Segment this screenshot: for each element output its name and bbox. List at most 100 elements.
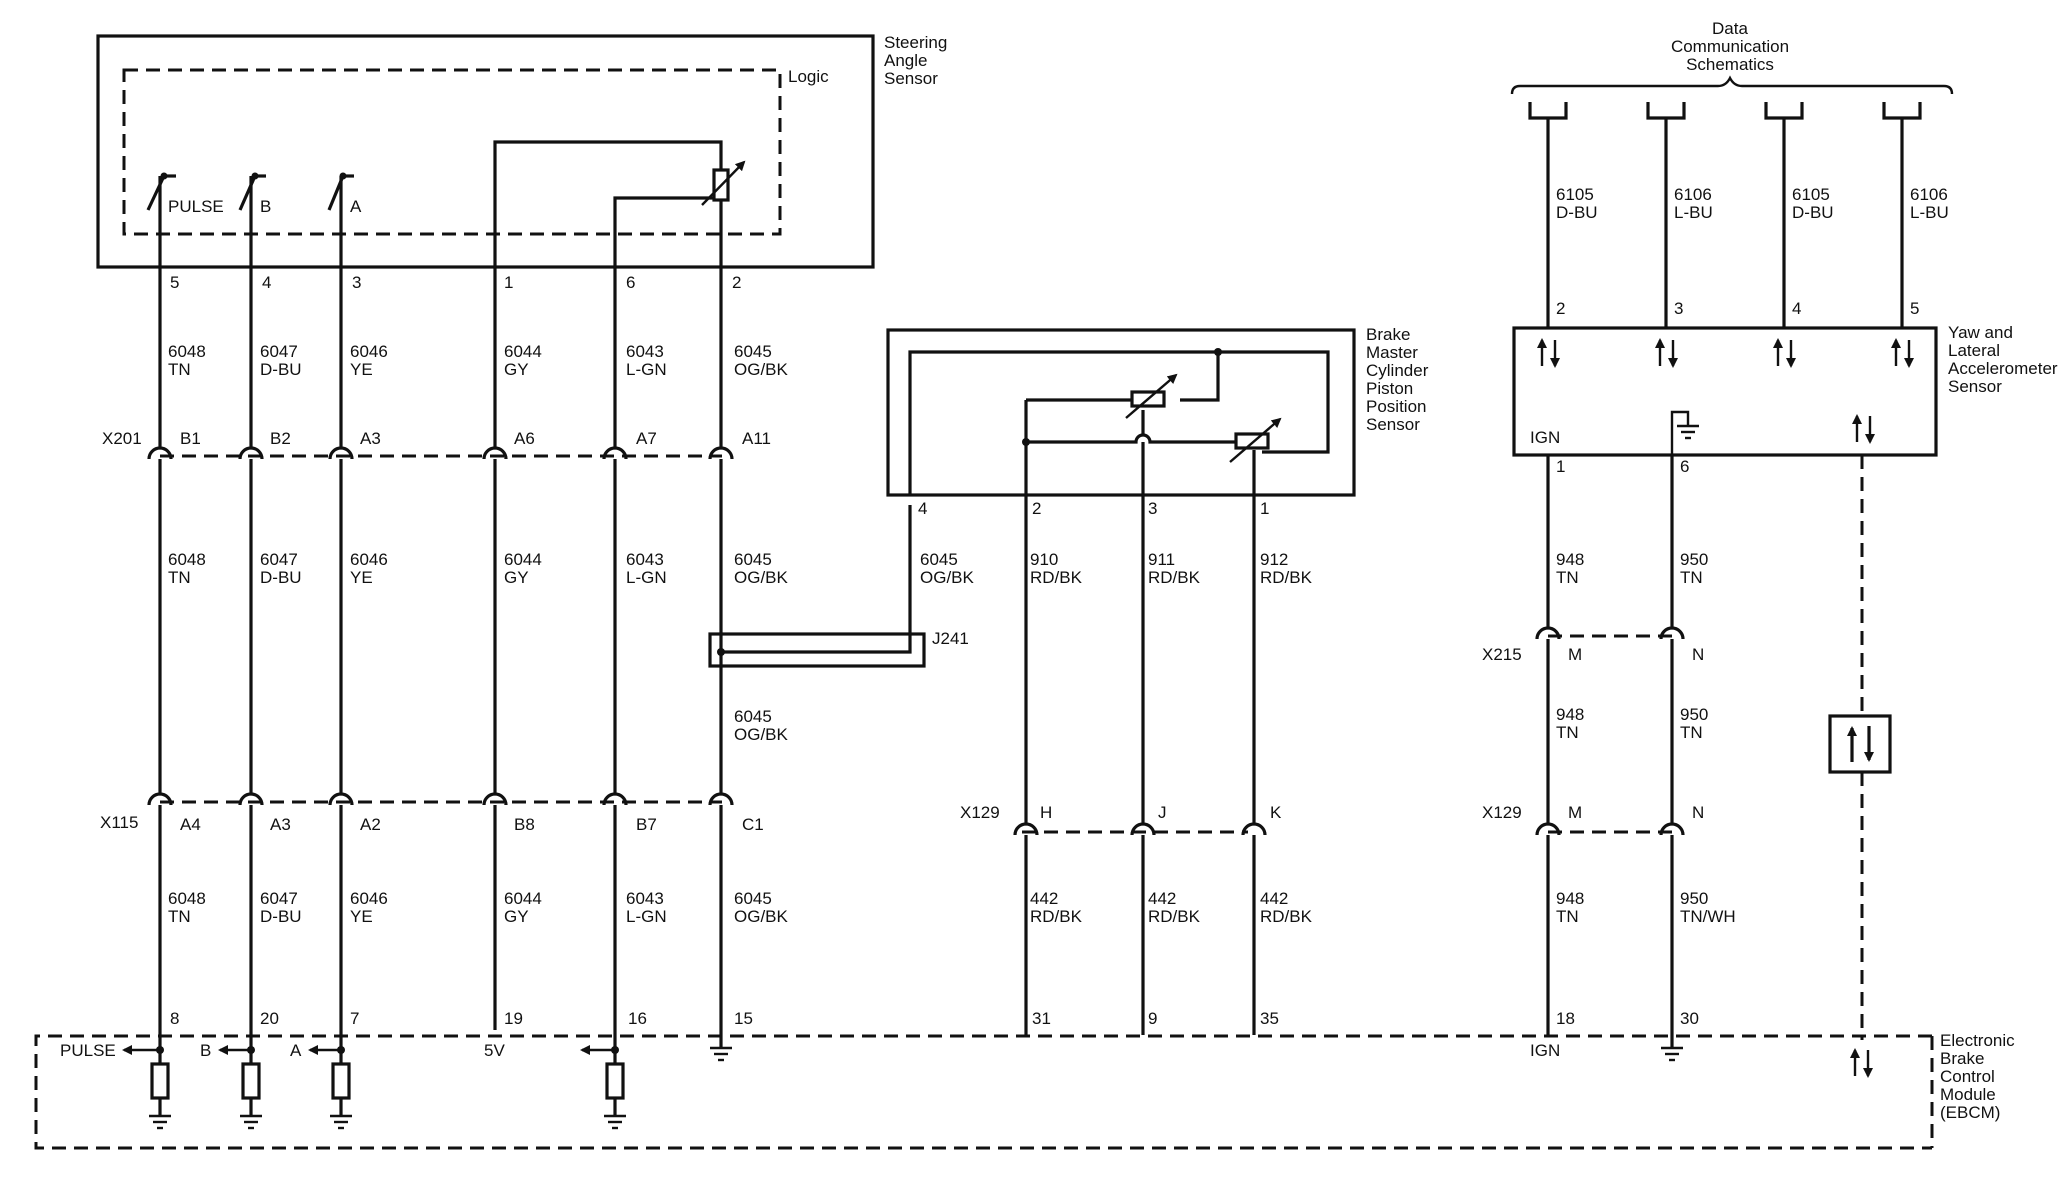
x129-pin: M [1568, 803, 1582, 822]
wire-color: RD/BK [1148, 568, 1201, 587]
x129-pin: H [1040, 803, 1052, 822]
wire-color: D-BU [1556, 203, 1598, 222]
x115-pin: A2 [360, 815, 381, 834]
x129-terminal-icon [1241, 822, 1267, 836]
wire-color: TN [1680, 568, 1703, 587]
x129-terminal-icon [1130, 822, 1156, 836]
ground-icon [330, 1114, 352, 1130]
sas-column-b: 4 6047 D-BU B2 6047 D-BU A3 6047 D-BU 20 [238, 176, 302, 1050]
x201-terminal-icon [602, 446, 628, 460]
x201-pin: B1 [180, 429, 201, 448]
wire-circuit: 6106 [1674, 185, 1712, 204]
wire-color: L-GN [626, 568, 667, 587]
resistor-icon [605, 1062, 625, 1100]
sas-column-low-reference: 2 6045 OG/BK A11 6045 OG/BK 6045 OG/BK C… [708, 267, 789, 1048]
wire-circuit: 948 [1556, 889, 1584, 908]
ebcm-input-signal [580, 1045, 626, 1130]
bidirectional-arrow-icon [1891, 338, 1914, 368]
data-column-2: 6105 D-BU 2 [1528, 102, 1598, 328]
x215-pin: M [1568, 645, 1582, 664]
wire-color: YE [350, 568, 373, 587]
x115-pin: B8 [514, 815, 535, 834]
logic-label: Logic [788, 67, 829, 86]
x201-terminal-icon [328, 446, 354, 460]
wire-circuit: 6048 [168, 889, 206, 908]
x115-pin: A4 [180, 815, 201, 834]
ground-icon [149, 1114, 171, 1130]
yaw-title-line-4: Sensor [1948, 377, 2002, 396]
brake-internal-wire-low-branch [1180, 352, 1220, 402]
sas-pin: 5 [170, 273, 179, 292]
sas-column-pulse: 5 6048 TN B1 6048 TN A4 6048 TN 8 [147, 176, 206, 1050]
potentiometer-icon [701, 160, 746, 206]
ebcm-label-pulse: PULSE [60, 1041, 116, 1060]
wire-color: OG/BK [734, 725, 789, 744]
x129-brake-label: X129 [960, 803, 1000, 822]
x215-terminal-icon [1659, 626, 1685, 640]
brake-column-pin4: 4 6045 OG/BK [918, 499, 975, 587]
ebcm-input-a: A [290, 1041, 352, 1130]
brake-title-line-5: Position [1366, 397, 1426, 416]
ebcm-label-a: A [290, 1041, 302, 1060]
wire-color: YE [350, 907, 373, 926]
wire-color: RD/BK [1260, 907, 1313, 926]
brake-column-911: 3 911 RD/BK J 442 RD/BK 9 [1130, 495, 1201, 1035]
wire-color: D-BU [260, 907, 302, 926]
ground-icon [1670, 410, 1699, 455]
ebcm: Electronic Brake Control Module (EBCM) P… [34, 1031, 2015, 1150]
wire-circuit: 6045 [734, 342, 772, 361]
wire-color: TN [168, 360, 191, 379]
x201-pin: B2 [270, 429, 291, 448]
brake-master-cylinder-sensor: Brake Master Cylinder Piston Position Se… [886, 325, 1429, 497]
wire-circuit: 950 [1680, 889, 1708, 908]
x115-terminal-icon [708, 792, 734, 806]
data-comm-brace [1510, 75, 1954, 95]
wire-color: YE [350, 360, 373, 379]
wire-color: OG/BK [734, 907, 789, 926]
brake-title-line-1: Brake [1366, 325, 1410, 344]
wire-circuit: 6043 [626, 550, 664, 569]
ground-icon [240, 1114, 262, 1130]
x201-terminal-icon [147, 446, 173, 460]
wire-circuit: 6048 [168, 342, 206, 361]
wire-color: L-BU [1910, 203, 1949, 222]
ebcm-pin: 31 [1032, 1009, 1051, 1028]
sas-internal-wire-signal [613, 196, 714, 267]
sas-pin: 1 [504, 273, 513, 292]
bidirectional-arrow-icon [1655, 338, 1678, 368]
wire-circuit: 6043 [626, 342, 664, 361]
data-column-3: 6106 L-BU 3 [1646, 102, 1713, 328]
data-communication: Data Communication Schematics [1510, 19, 1954, 95]
ground-icon [1661, 1046, 1683, 1062]
ebcm-pin: 8 [170, 1009, 179, 1028]
wire-circuit: 6045 [734, 550, 772, 569]
x115-terminal-icon [602, 792, 628, 806]
x129-pin: N [1692, 803, 1704, 822]
ebcm-label-b: B [200, 1041, 211, 1060]
wire-circuit: 6044 [504, 889, 542, 908]
x115-terminal-icon [238, 792, 264, 806]
sas-column-a: 3 6046 YE A3 6046 YE A2 6046 YE 7 [328, 176, 388, 1050]
x115-pin: B7 [636, 815, 657, 834]
sas-pin: 3 [352, 273, 361, 292]
yaw-pin: 3 [1674, 299, 1683, 318]
ebcm-pin: 19 [504, 1009, 523, 1028]
x129-terminal-icon [1659, 822, 1685, 836]
switch-label-b: B [260, 197, 271, 216]
sas-title-line-3: Sensor [884, 69, 938, 88]
wire-color: TN [1556, 568, 1579, 587]
wire-color: RD/BK [1030, 907, 1083, 926]
steering-angle-sensor: Logic Steering Angle Sensor PULSE B A [96, 33, 947, 269]
data-link-connector-icon [1528, 102, 1568, 120]
data-column-4: 6105 D-BU 4 [1764, 102, 1834, 328]
ebcm-label-ign: IGN [1530, 1041, 1560, 1060]
potentiometer-icon [1125, 373, 1178, 419]
data-column-5: 6106 L-BU 5 [1882, 102, 1949, 328]
data-comm-line-1: Data [1712, 19, 1748, 38]
sas-column-signal: 6 6043 L-GN A7 6043 L-GN B7 6043 L-GN 16 [602, 267, 667, 1050]
brake-crossover [1132, 433, 1236, 444]
yaw-title-line-2: Lateral [1948, 341, 2000, 360]
j241-label: J241 [932, 629, 969, 648]
wire-circuit: 6046 [350, 889, 388, 908]
